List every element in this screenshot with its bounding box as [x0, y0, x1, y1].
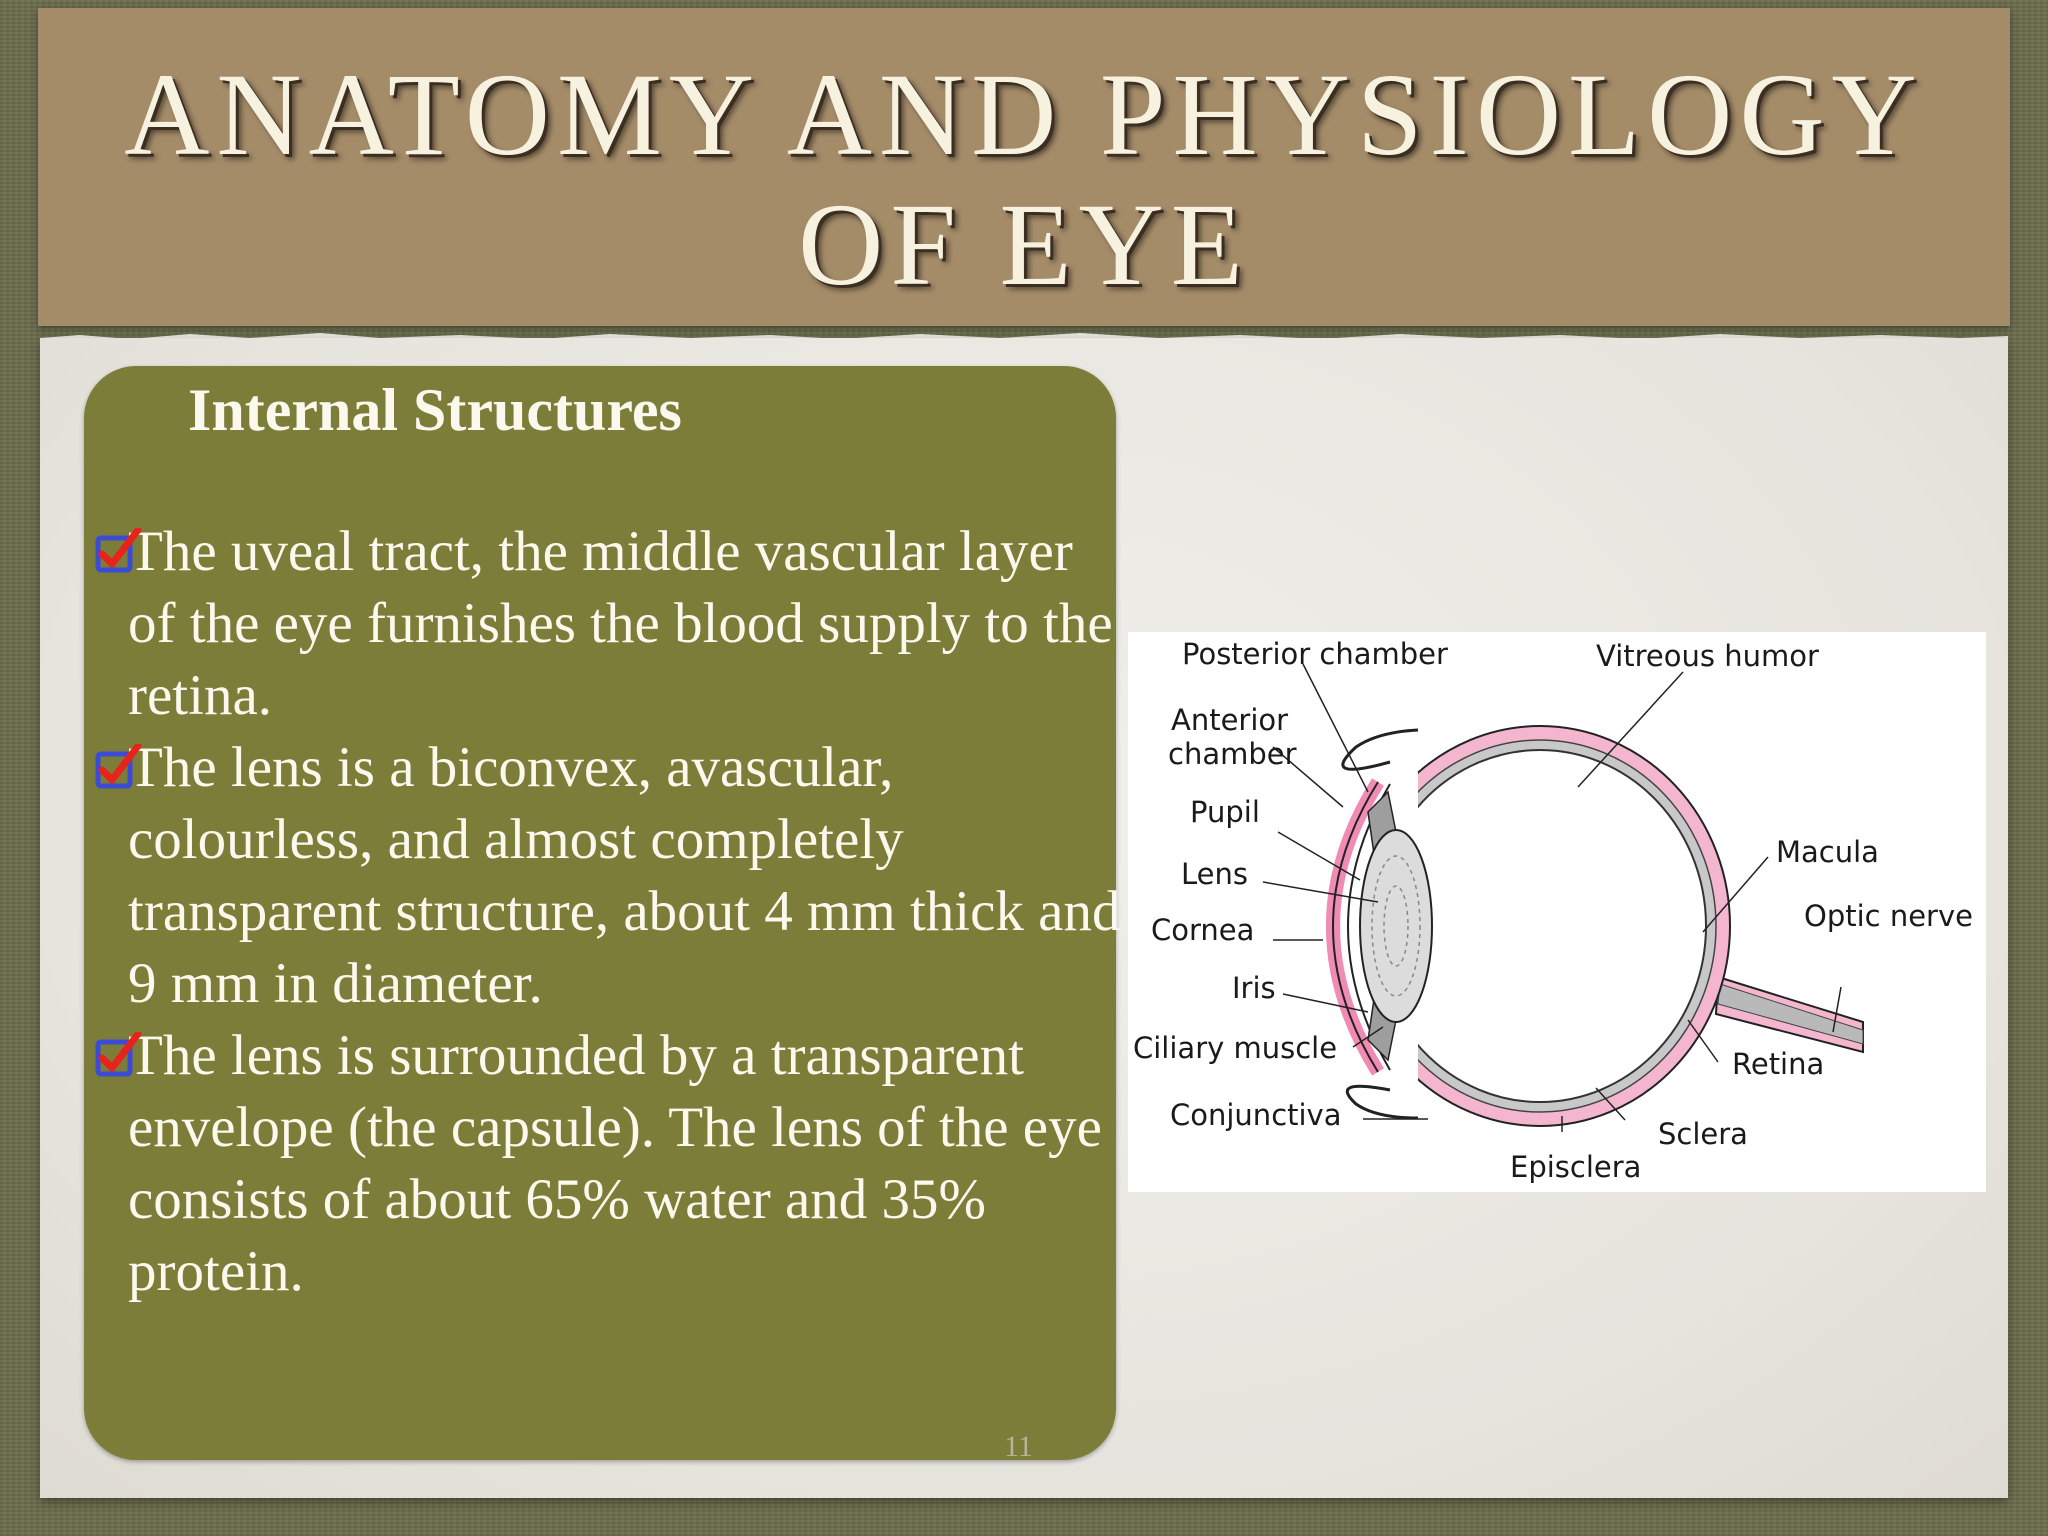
eye-cross-section-illustration: Posterior chamber Vitreous humor Anterio…	[1133, 637, 1973, 1184]
label-iris: Iris	[1232, 971, 1276, 1005]
label-anterior-chamber: Anterior	[1171, 703, 1288, 737]
label-lens: Lens	[1181, 857, 1248, 891]
title-line-2: OF EYE	[798, 179, 1250, 310]
bullet-text: The lens is a biconvex, avascular, colou…	[128, 736, 1121, 1015]
title-line-1: ANATOMY AND PHYSIOLOGY	[124, 49, 1924, 180]
label-optic-nerve: Optic nerve	[1804, 899, 1973, 933]
checkbox-checked-icon	[95, 744, 142, 789]
label-macula: Macula	[1776, 835, 1879, 869]
bullet-item: The lens is a biconvex, avascular, colou…	[94, 732, 1124, 1020]
content-box	[84, 366, 1116, 1460]
eye-anatomy-diagram: Posterior chamber Vitreous humor Anterio…	[1128, 632, 1986, 1192]
bullet-text: The lens is surrounded by a transparent …	[128, 1024, 1102, 1303]
label-sclera: Sclera	[1658, 1117, 1748, 1151]
label-conjunctiva: Conjunctiva	[1170, 1098, 1342, 1132]
checkbox-checked-icon	[95, 1032, 142, 1077]
label-vitreous-humor: Vitreous humor	[1596, 639, 1819, 673]
checkbox-checked-icon	[95, 528, 142, 573]
page-number: 11	[1004, 1430, 1033, 1463]
label-retina: Retina	[1732, 1047, 1824, 1081]
label-ciliary-muscle: Ciliary muscle	[1133, 1031, 1337, 1065]
label-episclera: Episclera	[1510, 1150, 1641, 1184]
bullet-list: The uveal tract, the middle vascular lay…	[94, 516, 1124, 1308]
bullet-item: The uveal tract, the middle vascular lay…	[94, 516, 1124, 732]
bullet-item: The lens is surrounded by a transparent …	[94, 1020, 1124, 1308]
bullet-text: The uveal tract, the middle vascular lay…	[128, 520, 1113, 727]
slide-title: ANATOMY AND PHYSIOLOGY OF EYE	[38, 50, 2010, 310]
label-cornea: Cornea	[1151, 913, 1254, 947]
section-heading: Internal Structures	[188, 377, 682, 443]
title-band: ANATOMY AND PHYSIOLOGY OF EYE	[38, 8, 2010, 326]
label-anterior-chamber-2: chamber	[1168, 737, 1297, 771]
label-posterior-chamber: Posterior chamber	[1182, 637, 1448, 671]
label-pupil: Pupil	[1190, 795, 1260, 829]
